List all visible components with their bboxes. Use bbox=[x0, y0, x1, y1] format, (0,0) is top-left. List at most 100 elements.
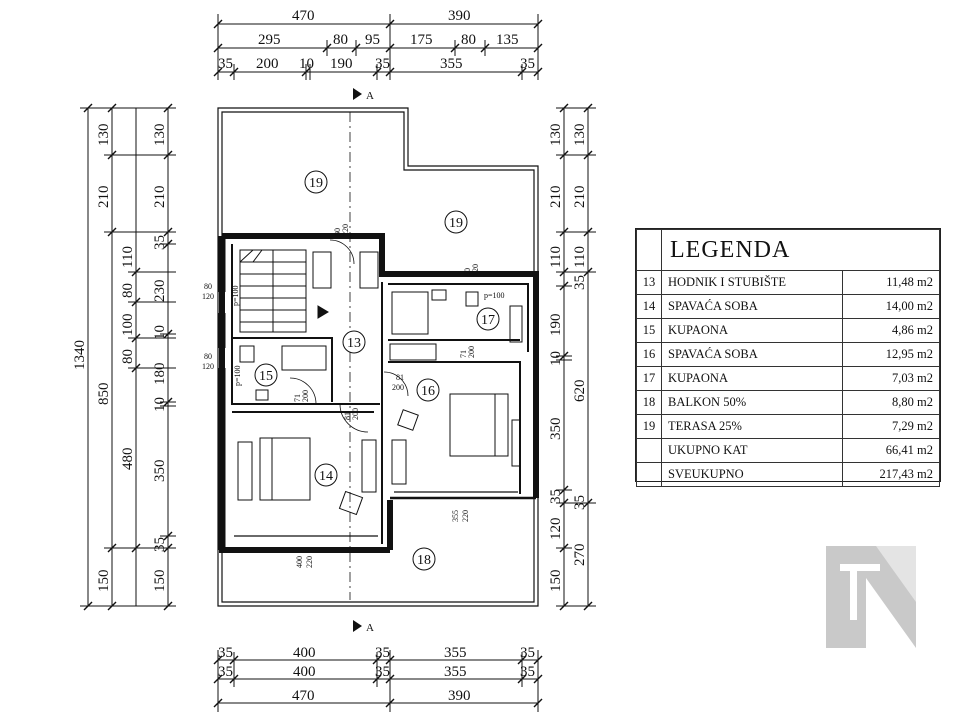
dim-bottom-355b: 355 bbox=[444, 664, 467, 680]
dim-top-10: 10 bbox=[299, 56, 314, 72]
room-number-18: 18 bbox=[417, 553, 431, 568]
legend-table: LEGENDA 13 HODNIK I STUBIŠTE 11,48 m2 14… bbox=[635, 228, 941, 487]
legend-row-area: 7,03 m2 bbox=[842, 366, 940, 391]
dim-left4-10a: 10 bbox=[152, 325, 168, 340]
building-walls bbox=[218, 233, 539, 553]
door-swings bbox=[289, 112, 409, 600]
dim-bottom-470: 470 bbox=[292, 688, 315, 704]
dim-bottom-35e: 35 bbox=[375, 664, 390, 680]
opening-label-p3: p=100 bbox=[484, 291, 505, 300]
legend-row-name: BALKON 50% bbox=[661, 390, 843, 415]
opening-label-d2b: 120 bbox=[202, 362, 214, 371]
furniture bbox=[237, 251, 523, 516]
legend-row-name: SPAVAĆA SOBA bbox=[661, 294, 843, 319]
dim-top-35c: 35 bbox=[520, 56, 535, 72]
dim-right2-270: 270 bbox=[572, 544, 588, 567]
opening-label-w1: 400 bbox=[295, 556, 304, 568]
dim-right1-130: 130 bbox=[548, 124, 564, 147]
legend-row-name: UKUPNO KAT bbox=[661, 438, 843, 463]
dim-bottom-355a: 355 bbox=[444, 645, 467, 661]
legend-row-area: 8,80 m2 bbox=[842, 390, 940, 415]
dim-bottom-35d: 35 bbox=[218, 664, 233, 680]
dim-right1-150: 150 bbox=[548, 570, 564, 593]
dim-left-1340: 1340 bbox=[72, 340, 88, 370]
dim-bottom-400b: 400 bbox=[293, 664, 316, 680]
dim-left2-150: 150 bbox=[96, 570, 112, 593]
dim-bottom-35b: 35 bbox=[375, 645, 390, 661]
legend-row-name: TERASA 25% bbox=[661, 414, 843, 439]
legend-row-area: 7,29 m2 bbox=[842, 414, 940, 439]
dim-top-175: 175 bbox=[410, 32, 433, 48]
opening-label-p2: p=100 bbox=[233, 365, 242, 386]
opening-label-w1b: 220 bbox=[305, 556, 314, 568]
brand-logo: F bbox=[826, 546, 916, 648]
legend-row-num: 14 bbox=[636, 294, 662, 319]
dim-left2-850: 850 bbox=[96, 383, 112, 406]
dim-left4-35b: 35 bbox=[152, 537, 168, 552]
dim-top-35b: 35 bbox=[375, 56, 390, 72]
legend-row: 16 SPAVAĆA SOBA 12,95 m2 bbox=[636, 342, 940, 367]
room-number-16: 16 bbox=[421, 384, 435, 399]
staircase bbox=[239, 249, 329, 333]
room-marker-18 bbox=[412, 547, 436, 571]
dim-top-295: 295 bbox=[258, 32, 281, 48]
dim-right3-35a: 35 bbox=[572, 275, 588, 290]
opening-label-d5b: 200 bbox=[301, 390, 310, 402]
legend-row-area: 217,43 m2 bbox=[842, 462, 940, 487]
legend-row: 17 KUPAONA 7,03 m2 bbox=[636, 366, 940, 391]
dim-right1-110: 110 bbox=[548, 246, 564, 268]
dim-top-35a: 35 bbox=[218, 56, 233, 72]
dim-left3-110: 110 bbox=[120, 246, 136, 268]
dim-left3-100: 100 bbox=[120, 314, 136, 337]
legend-row: SVEUKUPNO 217,43 m2 bbox=[636, 462, 940, 487]
dim-right1-190: 190 bbox=[548, 314, 564, 337]
svg-text:A: A bbox=[366, 90, 374, 102]
opening-label-w2b: 220 bbox=[461, 510, 470, 522]
legend-title: LEGENDA bbox=[661, 229, 940, 271]
dim-right2-130: 130 bbox=[572, 124, 588, 147]
dim-top-95: 95 bbox=[365, 32, 380, 48]
room-number-17: 17 bbox=[481, 313, 495, 328]
legend-row: 14 SPAVAĆA SOBA 14,00 m2 bbox=[636, 294, 940, 319]
opening-label-d1b: 120 bbox=[202, 292, 214, 301]
room-marker-19a bbox=[304, 170, 328, 194]
room-number-19a: 19 bbox=[309, 176, 323, 191]
dim-right1-210: 210 bbox=[548, 186, 564, 209]
dim-top-190: 190 bbox=[330, 56, 353, 72]
legend-row: 13 HODNIK I STUBIŠTE 11,48 m2 bbox=[636, 270, 940, 295]
dim-left4-35a: 35 bbox=[152, 235, 168, 250]
dim-left4-350: 350 bbox=[152, 460, 168, 483]
legend-row-num: 15 bbox=[636, 318, 662, 343]
legend-row-num: 18 bbox=[636, 390, 662, 415]
opening-label-d7: 71 bbox=[459, 350, 468, 358]
legend-row-name: KUPAONA bbox=[661, 366, 843, 391]
terrace-outline bbox=[217, 107, 539, 607]
dim-left3-80a: 80 bbox=[120, 283, 136, 298]
legend-row: UKUPNO KAT 66,41 m2 bbox=[636, 438, 940, 463]
dim-right3-35b: 35 bbox=[572, 495, 588, 510]
dim-bottom-35a: 35 bbox=[218, 645, 233, 661]
legend-row-num: 17 bbox=[636, 366, 662, 391]
dim-right1-10: 10 bbox=[548, 351, 564, 366]
opening-label-d6b: 200 bbox=[392, 383, 404, 392]
opening-label-p1: p=100 bbox=[231, 285, 240, 306]
room-number-13: 13 bbox=[347, 336, 361, 351]
dim-left4-230: 230 bbox=[152, 280, 168, 303]
legend-row-area: 11,48 m2 bbox=[842, 270, 940, 295]
dim-left4-130: 130 bbox=[152, 124, 168, 147]
legend-row: 15 KUPAONA 4,86 m2 bbox=[636, 318, 940, 343]
room-number-14: 14 bbox=[319, 469, 333, 484]
legend-row: 19 TERASA 25% 7,29 m2 bbox=[636, 414, 940, 439]
dim-top-135: 135 bbox=[496, 32, 519, 48]
dim-left4-150: 150 bbox=[152, 570, 168, 593]
legend-row-area: 4,86 m2 bbox=[842, 318, 940, 343]
opening-label-d4b: 120 bbox=[471, 264, 480, 276]
opening-label-d5: 71 bbox=[293, 394, 302, 402]
legend-row: 18 BALKON 50% 8,80 m2 bbox=[636, 390, 940, 415]
opening-label-d7b: 200 bbox=[467, 346, 476, 358]
dim-left2-210: 210 bbox=[96, 186, 112, 209]
legend-row-name: HODNIK I STUBIŠTE bbox=[661, 270, 843, 295]
dim-right1-120: 120 bbox=[548, 518, 564, 541]
dim-top-80b: 80 bbox=[461, 32, 476, 48]
